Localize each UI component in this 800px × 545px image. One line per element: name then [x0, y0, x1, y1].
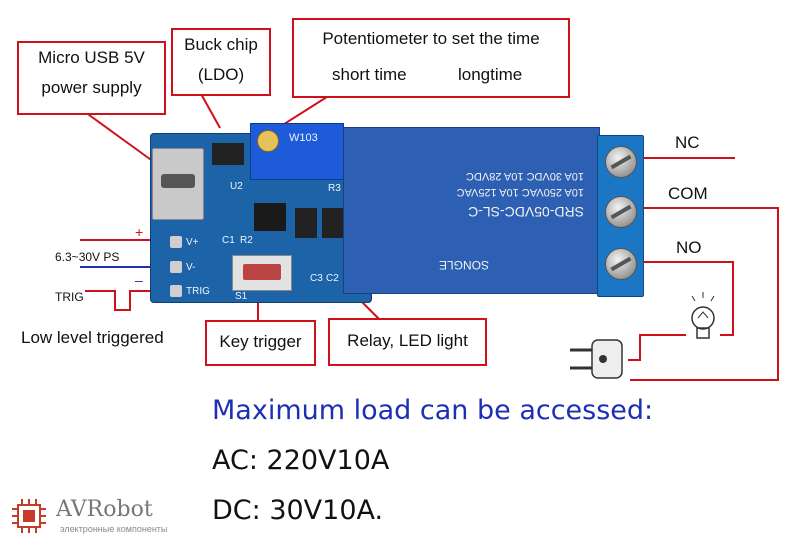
terminal-label-nc: NC [675, 133, 700, 152]
relay-rating-1: 10A 250VAC 10A 125VAC [456, 186, 584, 198]
ps-voltage-label: 6.3~30V PS [55, 250, 120, 264]
pin-vplus-label: V+ [186, 237, 199, 248]
relay-model: SRD-05VDC-SL-C [468, 204, 584, 220]
usb-callout-line2: power supply [41, 78, 142, 97]
usb-callout: Micro USB 5V power supply [17, 41, 166, 115]
pcb-label-c1: C1 [222, 235, 235, 246]
terminal-block [597, 135, 644, 297]
pin-vplus [170, 236, 182, 248]
minus-sign: – [135, 272, 143, 288]
logo-name: AVRobot [56, 497, 153, 522]
relay: SRD-05VDC-SL-C 10A 250VAC 10A 125VAC 10A… [343, 127, 600, 294]
pcb-label-c2: C2 [326, 273, 339, 284]
potentiometer-callout: Potentiometer to set the time [292, 18, 570, 98]
pin-vminus-label: V- [186, 262, 196, 273]
avrobot-logo: AVRobot электронные компоненты [10, 497, 240, 537]
logo-tagline: электронные компоненты [60, 524, 168, 534]
transistor-chip [254, 203, 286, 231]
bulb-icon [691, 292, 715, 339]
potentiometer-knob [257, 130, 279, 152]
terminal-screw-com[interactable] [605, 196, 637, 228]
pcb-label-s1: S1 [235, 291, 248, 302]
potentiometer-callout-title: Potentiometer to set the time [322, 29, 540, 48]
trig-input-label: TRIG [55, 290, 84, 304]
key-trigger-button[interactable] [232, 255, 292, 291]
low-level-triggered-label: Low level triggered [21, 328, 164, 347]
spec-line-3: DC: 30V10A. [212, 495, 384, 526]
plus-sign: + [135, 224, 144, 240]
buck-callout: Buck chip (LDO) [171, 28, 271, 96]
pin-trig-label: TRIG [186, 286, 210, 297]
pin-trig [170, 285, 182, 297]
spec-line-1: Maximum load can be accessed: [212, 395, 654, 426]
pcb-label-u2: U2 [230, 181, 243, 192]
usb-callout-line1: Micro USB 5V [38, 48, 145, 67]
chip-icon [12, 499, 46, 533]
pin-vminus [170, 261, 182, 273]
pcb-label-r2: R2 [240, 235, 253, 246]
terminal-label-com: COM [668, 184, 708, 203]
relay-rating-2: 10A 30VDC 10A 28VDC [465, 170, 584, 182]
buck-callout-line1: Buck chip [184, 35, 258, 54]
micro-usb-port [152, 148, 204, 220]
potentiometer-code: W103 [289, 132, 318, 144]
relay-led-callout: Relay, LED light [328, 318, 487, 366]
potentiometer: W103 [250, 123, 344, 180]
key-trigger-label: Key trigger [219, 332, 302, 351]
terminal-screw-no[interactable] [605, 248, 637, 280]
buck-callout-line2: (LDO) [197, 65, 245, 84]
terminal-screw-nc[interactable] [605, 146, 637, 178]
pcb-board: U2 W103 D2 R3 C1 R2 V+ V- TRIG S1 C3 C2 … [150, 123, 372, 303]
pcb-label-r3: R3 [328, 183, 341, 194]
longtime-label: longtime [458, 65, 523, 84]
smd-component [295, 208, 317, 238]
spec-line-2: AC: 220V10A [212, 445, 390, 476]
pcb-label-c3: C3 [310, 273, 323, 284]
smd-component [322, 208, 344, 238]
relay-led-label: Relay, LED light [347, 331, 468, 350]
terminal-label-no: NO [676, 238, 702, 257]
key-trigger-callout: Key trigger [205, 320, 316, 366]
buck-chip [212, 143, 244, 165]
plug-icon [570, 339, 623, 379]
relay-brand: SONGLE [439, 258, 490, 272]
short-time-label: short time [332, 65, 407, 84]
